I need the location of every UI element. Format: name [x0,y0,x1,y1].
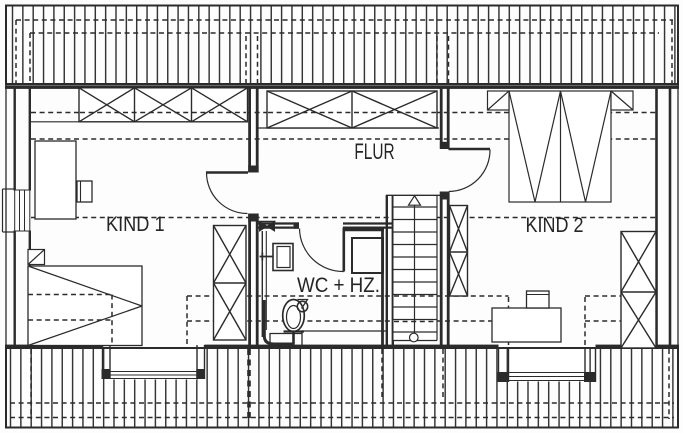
svg-text:WC + HZ.: WC + HZ. [297,274,380,297]
svg-text:FLUR: FLUR [354,140,394,164]
svg-text:KIND 1: KIND 1 [106,213,165,237]
svg-text:KIND 2: KIND 2 [526,214,584,238]
